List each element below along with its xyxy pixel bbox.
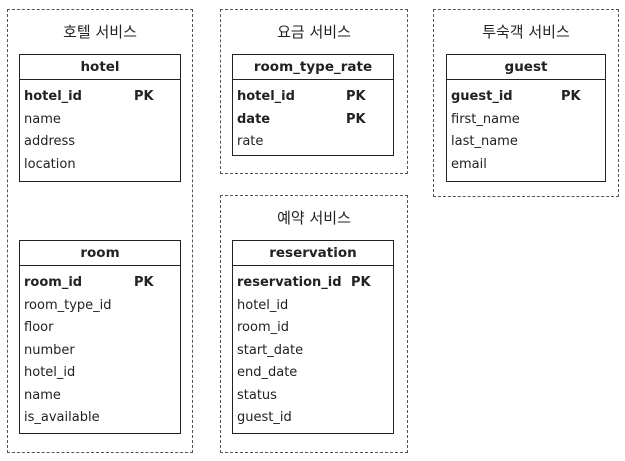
field-row: last_name [451, 131, 605, 154]
field-row: name [24, 109, 180, 132]
field-name: hotel_id [237, 89, 295, 104]
field-name: floor [24, 320, 54, 335]
field-name: name [24, 387, 61, 403]
field-name: email [451, 156, 487, 172]
field-name: date [237, 111, 271, 127]
field-name: hotel_id [24, 365, 76, 380]
field-row: start_date [237, 340, 393, 363]
pk-label: PK [346, 111, 366, 127]
primary-key-field: hotel_id PK [237, 86, 393, 109]
hotel-table-name: hotel [20, 55, 180, 80]
field-name: rate [237, 134, 264, 149]
field-row: room_type_id [24, 295, 180, 318]
field-name: room_type_id [24, 297, 112, 313]
field-name: reservation_id [237, 275, 342, 290]
field-name: guest_id [237, 410, 292, 425]
room-type-rate-table-name: room_type_rate [233, 55, 393, 80]
field-row: hotel_id [237, 295, 393, 318]
primary-key-field: room_id PK [24, 272, 180, 295]
field-row: status [237, 385, 393, 408]
field-list: reservation_id PK hotel_id room_id start_dat… [233, 266, 393, 430]
field-row: guest_id [237, 407, 393, 430]
field-name: end_date [237, 365, 298, 380]
field-name: is_available [24, 410, 100, 425]
field-row: rate [237, 131, 393, 154]
pk-label: PK [561, 89, 581, 104]
pk-label: PK [134, 275, 154, 290]
field-name: name [24, 111, 61, 127]
reservation-table-name: reservation [233, 241, 393, 266]
field-row: is_available [24, 407, 180, 430]
reservation-service-group: 예약 서비스 [220, 195, 408, 453]
field-row: number [24, 340, 180, 363]
field-row: hotel_id [24, 362, 180, 385]
pk-label: PK [134, 89, 154, 104]
field-name: hotel_id [237, 297, 289, 313]
field-name: status [237, 387, 277, 403]
field-row: floor [24, 317, 180, 340]
room-table-name: room [20, 241, 180, 266]
hotel-service-group: 호텔 서비스 [7, 9, 193, 453]
reservation-service-title: 예약 서비스 [277, 209, 351, 227]
field-name: number [24, 342, 75, 358]
guest-service-group: 투숙객 서비스 [433, 9, 619, 197]
field-row: room_id [237, 317, 393, 340]
guest-table-name: guest [447, 55, 605, 80]
field-row: location [24, 154, 180, 177]
pk-label: PK [346, 89, 366, 104]
field-row: end_date [237, 362, 393, 385]
field-list: hotel_id PK name address location [20, 80, 180, 176]
field-row: address [24, 131, 180, 154]
field-row: first_name [451, 109, 605, 132]
field-name: last_name [451, 134, 518, 149]
field-name: room_id [24, 275, 83, 290]
field-row: name [24, 385, 180, 408]
primary-key-field: guest_id PK [451, 86, 605, 109]
field-name: location [24, 156, 76, 172]
field-name: room_id [237, 320, 289, 335]
rate-service-group: 요금 서비스 [220, 9, 408, 174]
field-name: first_name [451, 111, 520, 127]
pk-label: PK [351, 275, 371, 290]
primary-key-field: reservation_id PK [237, 272, 393, 295]
field-name: address [24, 134, 76, 149]
primary-key-field: hotel_id PK [24, 86, 180, 109]
field-name: start_date [237, 342, 304, 358]
guest-service-title: 투숙객 서비스 [482, 23, 570, 41]
hotel-table: hotel hotel_id PK name address location [19, 54, 181, 182]
primary-key-field: date PK [237, 109, 393, 132]
field-row: email [451, 154, 605, 177]
field-name: hotel_id [24, 89, 82, 104]
field-name: guest_id [451, 89, 513, 104]
rate-service-title: 요금 서비스 [277, 23, 351, 41]
hotel-service-title: 호텔 서비스 [63, 23, 137, 41]
